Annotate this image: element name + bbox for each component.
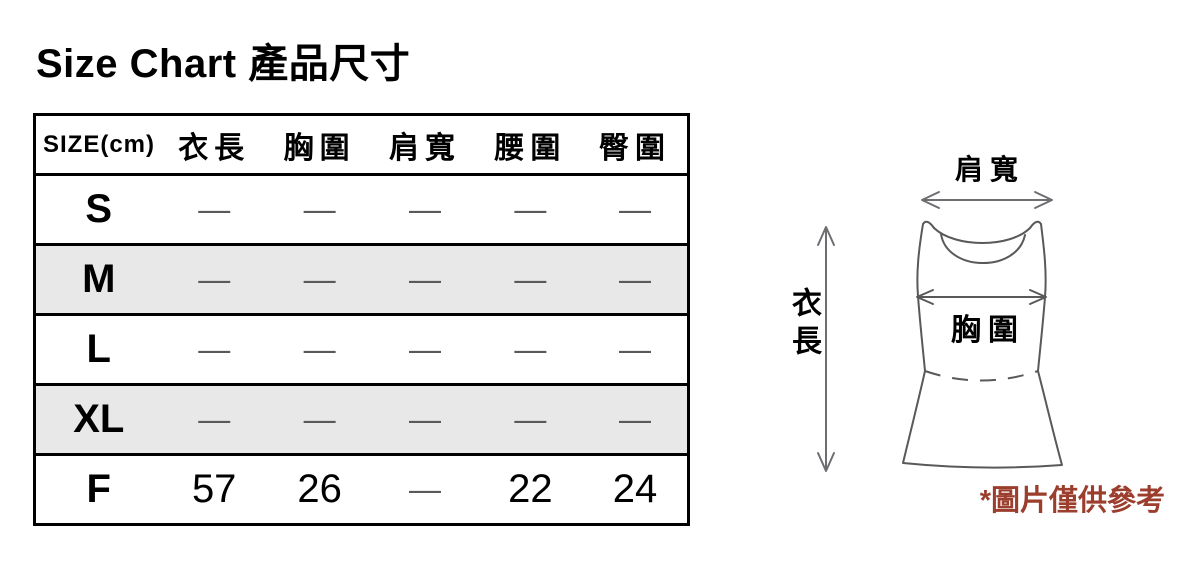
page-title: Size Chart 產品尺寸 bbox=[36, 42, 411, 86]
value-cell: — bbox=[477, 383, 584, 455]
garment-length-label: 衣長 bbox=[787, 287, 820, 363]
value-cell: — bbox=[198, 191, 231, 227]
value-cell: — bbox=[372, 453, 478, 525]
table-row-m: M — — — — — bbox=[34, 243, 689, 315]
value-cell: 22 bbox=[477, 453, 584, 525]
value-cell: 26 bbox=[266, 453, 373, 525]
size-table-header: SIZE(cm) 衣長 胸圍 肩寬 腰圍 臀圍 bbox=[34, 114, 689, 176]
size-table: SIZE(cm) 衣長 胸圍 肩寬 腰圍 臀圍 S — — — — — M — … bbox=[33, 113, 690, 526]
value-cell: — bbox=[619, 191, 652, 227]
size-label-cell: XL bbox=[34, 383, 162, 455]
value-cell: — bbox=[583, 313, 689, 385]
value-cell: — bbox=[161, 313, 267, 385]
column-header-size: SIZE(cm) bbox=[34, 114, 162, 176]
chest-measure-arrow bbox=[916, 289, 1047, 305]
value-cell: — bbox=[303, 191, 336, 227]
column-header-waist: 腰圍 bbox=[477, 114, 584, 176]
value-cell: — bbox=[477, 313, 584, 385]
table-row-s: S — — — — — bbox=[35, 175, 689, 245]
value-cell: — bbox=[161, 383, 267, 455]
value-cell: — bbox=[266, 243, 373, 315]
shoulder-width-label: 肩寬 bbox=[954, 154, 1025, 185]
size-label-cell: M bbox=[34, 243, 162, 315]
shoulder-width-arrow bbox=[921, 191, 1053, 209]
header-row: SIZE(cm) 衣長 胸圍 肩寬 腰圍 臀圍 bbox=[34, 114, 689, 176]
value-cell: — bbox=[583, 243, 689, 315]
chest-width-label: 胸圍 bbox=[951, 314, 1025, 347]
value-cell: — bbox=[477, 243, 584, 315]
column-header-chest: 胸圍 bbox=[266, 114, 373, 176]
table-row-xl: XL — — — — — bbox=[34, 383, 689, 455]
size-label-cell: L bbox=[34, 313, 162, 385]
value-cell: 24 bbox=[583, 453, 689, 525]
reference-only-note: *圖片僅供參考 bbox=[979, 485, 1165, 517]
value-cell: — bbox=[514, 191, 547, 227]
size-table-body: S — — — — — M — — — — — L — — — — — bbox=[34, 175, 689, 525]
value-cell: — bbox=[161, 243, 267, 315]
size-label-cell: S bbox=[85, 187, 113, 231]
value-cell: — bbox=[372, 243, 478, 315]
column-header-hip: 臀圍 bbox=[583, 114, 689, 176]
value-cell: — bbox=[266, 383, 373, 455]
value-cell: — bbox=[266, 313, 373, 385]
value-cell: — bbox=[583, 383, 689, 455]
column-header-shoulder: 肩寬 bbox=[372, 114, 478, 176]
table-row-f: F 57 26 — 22 24 bbox=[34, 453, 689, 525]
value-cell: 57 bbox=[161, 453, 267, 525]
value-cell: — bbox=[372, 313, 478, 385]
value-cell: — bbox=[408, 191, 441, 227]
value-cell: — bbox=[372, 383, 478, 455]
size-label-cell: F bbox=[34, 453, 162, 525]
table-row-l: L — — — — — bbox=[34, 313, 689, 385]
column-header-length: 衣長 bbox=[161, 114, 267, 176]
